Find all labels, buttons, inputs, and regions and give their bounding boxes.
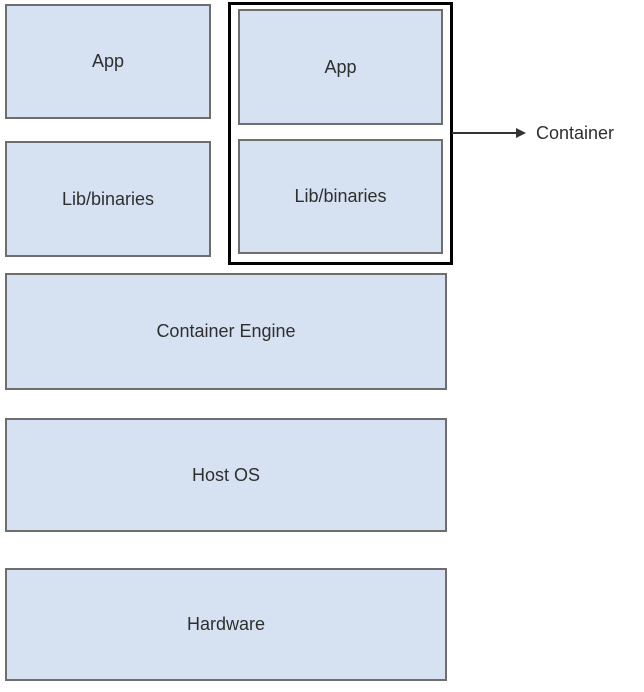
- host-os-layer: Host OS: [5, 418, 447, 532]
- host-os-layer-label: Host OS: [191, 464, 261, 485]
- app-box-container-label: App: [324, 56, 357, 77]
- lib-binaries-box-host-label: Lib/binaries: [61, 188, 155, 209]
- lib-binaries-box-container: Lib/binaries: [238, 139, 443, 254]
- hardware-layer-label: Hardware: [186, 614, 266, 634]
- lib-binaries-box-container-label: Lib/binaries: [294, 186, 387, 206]
- app-box-host-label: App: [91, 51, 125, 71]
- container-callout-arrow-head-icon: [516, 128, 526, 138]
- container-engine-layer-label: Container Engine: [156, 321, 296, 341]
- container-callout-label: Container: [536, 123, 615, 143]
- lib-binaries-box-host: Lib/binaries: [5, 141, 211, 257]
- hardware-layer: Hardware: [5, 568, 447, 681]
- app-box-host: App: [5, 4, 211, 119]
- container-engine-layer: Container Engine: [5, 273, 447, 390]
- app-box-container: App: [238, 9, 443, 125]
- container-callout-arrow-line: [452, 132, 517, 134]
